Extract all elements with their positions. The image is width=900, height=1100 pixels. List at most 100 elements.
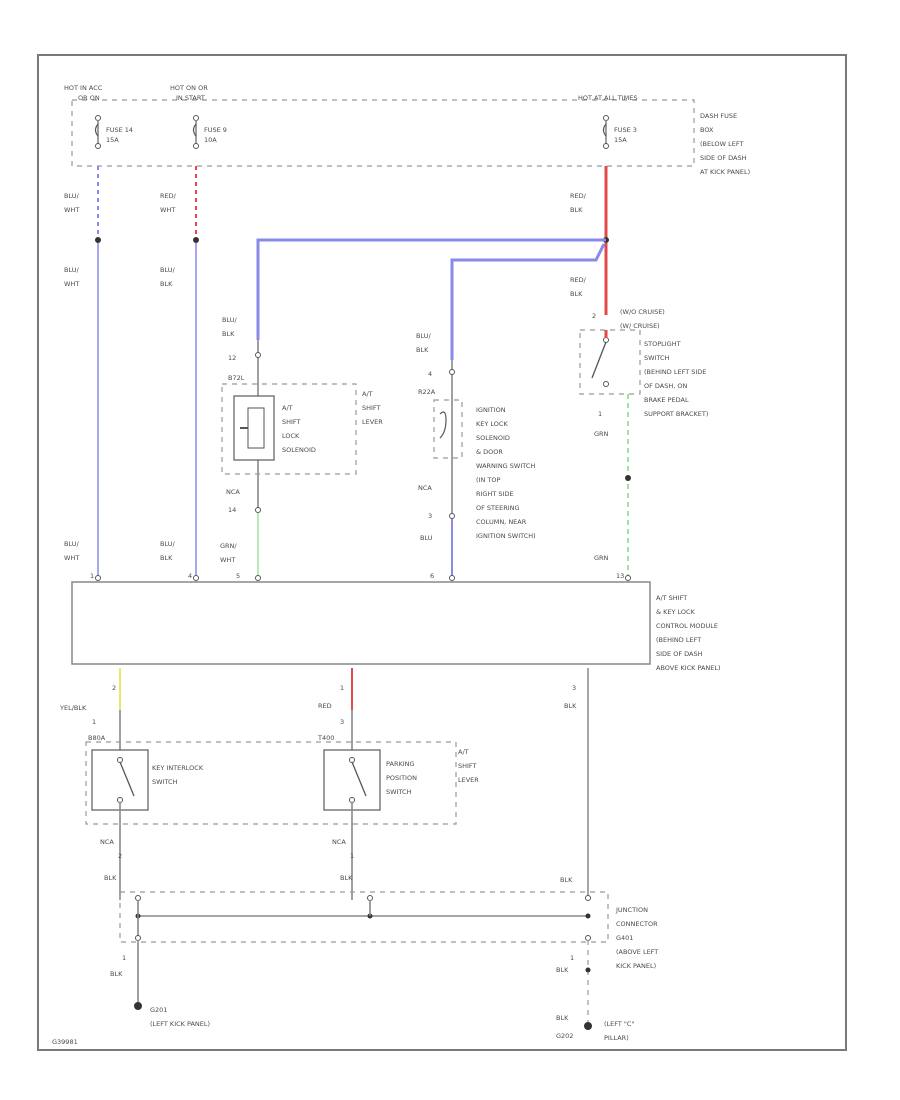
svg-text:RED: RED [318, 702, 332, 710]
svg-text:BLK: BLK [104, 874, 117, 882]
svg-text:LEVER: LEVER [362, 418, 383, 426]
svg-text:LEVER: LEVER [458, 776, 479, 784]
fuse-14-feed2: OR ON [78, 94, 100, 102]
svg-text:12: 12 [228, 354, 236, 362]
ground-g202 [584, 1022, 592, 1030]
fuse-3-feed: HOT AT ALL TIMES [578, 94, 638, 102]
svg-text:NCA: NCA [332, 838, 346, 846]
svg-text:G201: G201 [150, 1006, 167, 1014]
svg-text:R22A: R22A [418, 388, 436, 396]
svg-text:NCA: NCA [226, 488, 240, 496]
fuse-9-feed: HOT ON OR [170, 84, 208, 92]
svg-text:(IN TOP: (IN TOP [476, 476, 500, 484]
fuse-14-feed: HOT IN ACC [64, 84, 103, 92]
switch-enclosure [85, 741, 457, 825]
wire-blu-bus-2 [450, 243, 606, 360]
svg-text:OF DASH, ON: OF DASH, ON [644, 382, 688, 390]
ignition-key-lock-solenoid: BLU/ BLK 4 R22A IGNITION KEY LOCK SOLENO… [416, 332, 536, 542]
svg-text:BLK: BLK [556, 1014, 569, 1022]
svg-text:1: 1 [340, 684, 344, 692]
svg-text:T400: T400 [317, 734, 334, 742]
control-module [71, 581, 651, 665]
svg-text:BLK: BLK [222, 330, 235, 338]
fuse-3: HOT AT ALL TIMES FUSE 3 15A [578, 94, 638, 149]
control-module-label: A/T SHIFT & KEY LOCK CONTROL MODULE (BEH… [656, 594, 721, 672]
svg-text:SHIFT: SHIFT [458, 762, 477, 770]
svg-text:WHT: WHT [220, 556, 235, 564]
svg-text:CONTROL MODULE: CONTROL MODULE [656, 622, 718, 630]
svg-text:1: 1 [122, 954, 126, 962]
fuse-9-name: FUSE 9 [204, 126, 227, 134]
key-interlock-switch: KEY INTERLOCK SWITCH [91, 749, 204, 811]
svg-text:A/T SHIFT: A/T SHIFT [656, 594, 687, 602]
svg-text:(BEHIND LEFT SIDE: (BEHIND LEFT SIDE [644, 368, 706, 376]
svg-text:WHT: WHT [64, 554, 79, 562]
shift-lock-solenoid: BLU/ BLK 12 B72L A/T SHIFT LOCK SOLENOID… [221, 316, 383, 514]
svg-text:GRN: GRN [594, 430, 609, 438]
svg-text:G401: G401 [616, 934, 633, 942]
svg-text:AT KICK PANEL): AT KICK PANEL) [700, 168, 750, 176]
ground-g201 [134, 1002, 142, 1010]
svg-text:RED/: RED/ [570, 276, 587, 284]
svg-text:(ABOVE LEFT: (ABOVE LEFT [616, 948, 658, 956]
fuse-9: HOT ON OR IN START FUSE 9 10A [170, 84, 227, 149]
svg-text:SIDE OF DASH: SIDE OF DASH [700, 154, 747, 162]
parking-position-switch: PARKING POSITION SWITCH A/T SHIFT LEVER [323, 748, 479, 811]
svg-text:SWITCH: SWITCH [386, 788, 412, 796]
svg-text:SOLENOID: SOLENOID [282, 446, 316, 454]
svg-text:2: 2 [112, 684, 116, 692]
svg-text:BLU/: BLU/ [64, 266, 80, 274]
svg-text:LOCK: LOCK [282, 432, 300, 440]
svg-text:G202: G202 [556, 1032, 573, 1040]
svg-text:6: 6 [430, 572, 434, 580]
svg-text:(W/ CRUISE): (W/ CRUISE) [620, 322, 660, 330]
svg-text:SUPPORT BRACKET): SUPPORT BRACKET) [644, 410, 708, 418]
svg-text:SOLENOID: SOLENOID [476, 434, 510, 442]
svg-text:BOX: BOX [700, 126, 714, 134]
fuse-14-amps: 15A [106, 136, 119, 144]
svg-text:5: 5 [236, 572, 240, 580]
svg-text:3: 3 [428, 512, 432, 520]
svg-text:BLU/: BLU/ [416, 332, 432, 340]
svg-text:(BEHIND LEFT: (BEHIND LEFT [656, 636, 701, 644]
svg-text:BLK: BLK [340, 874, 353, 882]
svg-text:BLU/: BLU/ [64, 540, 80, 548]
svg-text:BLK: BLK [564, 702, 577, 710]
svg-text:PARKING: PARKING [386, 760, 415, 768]
svg-text:BLU/: BLU/ [160, 266, 176, 274]
svg-text:SHIFT: SHIFT [362, 404, 381, 412]
svg-text:1: 1 [570, 954, 574, 962]
svg-text:PILLAR): PILLAR) [604, 1034, 629, 1042]
svg-text:NCA: NCA [100, 838, 114, 846]
svg-text:STOPLIGHT: STOPLIGHT [644, 340, 681, 348]
stoplight-switch: 2 (W/O CRUISE) (W/ CRUISE) STOPLIGHT SWI… [579, 308, 708, 418]
svg-text:BLK: BLK [160, 280, 173, 288]
svg-text:(LEFT "C": (LEFT "C" [604, 1020, 634, 1028]
svg-text:& KEY LOCK: & KEY LOCK [656, 608, 696, 616]
svg-text:RIGHT SIDE: RIGHT SIDE [476, 490, 514, 498]
svg-text:IGNITION: IGNITION [476, 406, 506, 414]
svg-text:3: 3 [572, 684, 576, 692]
svg-text:BLU/: BLU/ [222, 316, 238, 324]
svg-text:RED/: RED/ [570, 192, 587, 200]
svg-text:BLK: BLK [160, 554, 173, 562]
svg-text:IGNITION SWITCH): IGNITION SWITCH) [476, 532, 536, 540]
svg-text:BLU/: BLU/ [64, 192, 80, 200]
dash-fuse-box [71, 99, 695, 167]
svg-text:KEY LOCK: KEY LOCK [476, 420, 508, 428]
svg-text:1: 1 [90, 572, 94, 580]
fuse-9-amps: 10A [204, 136, 217, 144]
svg-text:4: 4 [428, 370, 432, 378]
svg-text:GRN: GRN [594, 554, 609, 562]
svg-text:BLK: BLK [556, 966, 569, 974]
wire-blu-bus-1 [256, 238, 606, 340]
svg-text:B72L: B72L [228, 374, 245, 382]
svg-text:WARNING SWITCH: WARNING SWITCH [476, 462, 535, 470]
svg-text:BLK: BLK [110, 970, 123, 978]
fuse-9-feed2: IN START [176, 94, 205, 102]
svg-text:4: 4 [188, 572, 192, 580]
svg-text:(BELOW LEFT: (BELOW LEFT [700, 140, 743, 148]
svg-text:13: 13 [616, 572, 624, 580]
svg-text:A/T: A/T [458, 748, 469, 756]
